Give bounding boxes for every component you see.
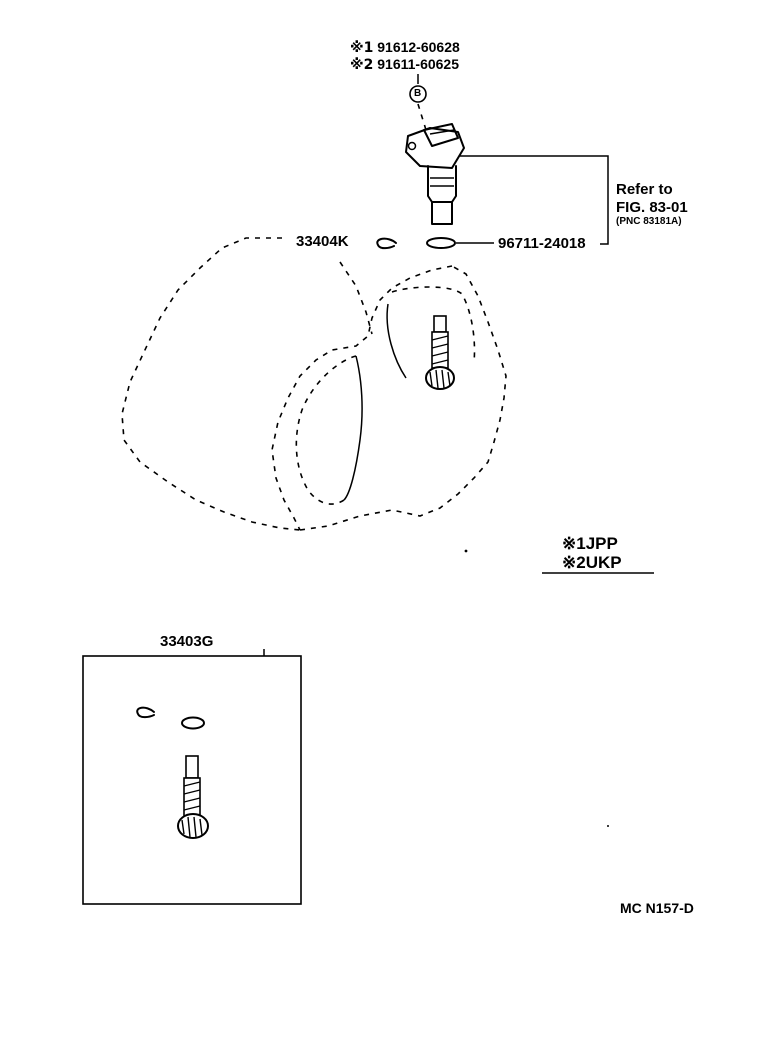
speed-sensor-drawing [405,123,465,225]
kit-o-ring-drawing [181,716,205,730]
callout-leader-sensor [417,103,427,131]
kit-box [82,655,302,905]
callout-sensor-variant-1: ※1 91612-60628 [350,40,460,55]
label-kit-part: 33403G [160,633,214,650]
kit-clip-drawing [136,706,155,719]
variant-mark: ※1 [350,40,374,56]
reference-bracket [460,155,609,245]
legend-mark: ※2 [562,553,586,572]
callout-sensor-variant-2: ※2 91611-60625 [350,57,459,72]
part-number: 91612-60628 [377,39,460,55]
legend-row-1: ※1JPP [562,535,618,552]
circled-ref-letter: B [414,88,422,99]
reference-line-1: Refer to [616,181,673,198]
label-clip-part: 33404K [296,233,349,250]
kit-driven-gear-drawing [177,755,209,839]
reference-line-2: FIG. 83-01 [616,199,688,216]
reference-line-3: (PNC 83181A) [616,216,682,227]
driven-gear-in-housing [425,315,455,390]
variant-mark: ※2 [350,57,374,73]
transmission-housing [121,237,507,531]
legend-text: JPP [585,534,618,553]
part-number: 91611-60625 [377,56,460,72]
legend-row-2: ※2UKP [562,554,622,571]
clip-drawing [376,237,397,250]
label-o-ring-part: 96711-24018 [498,235,586,252]
circled-ref-marker [409,85,427,103]
legend-mark: ※1 [562,534,586,553]
o-ring-drawing [426,237,456,249]
legend-text: UKP [585,553,622,572]
drawing-code: MC N157-D [620,900,694,916]
